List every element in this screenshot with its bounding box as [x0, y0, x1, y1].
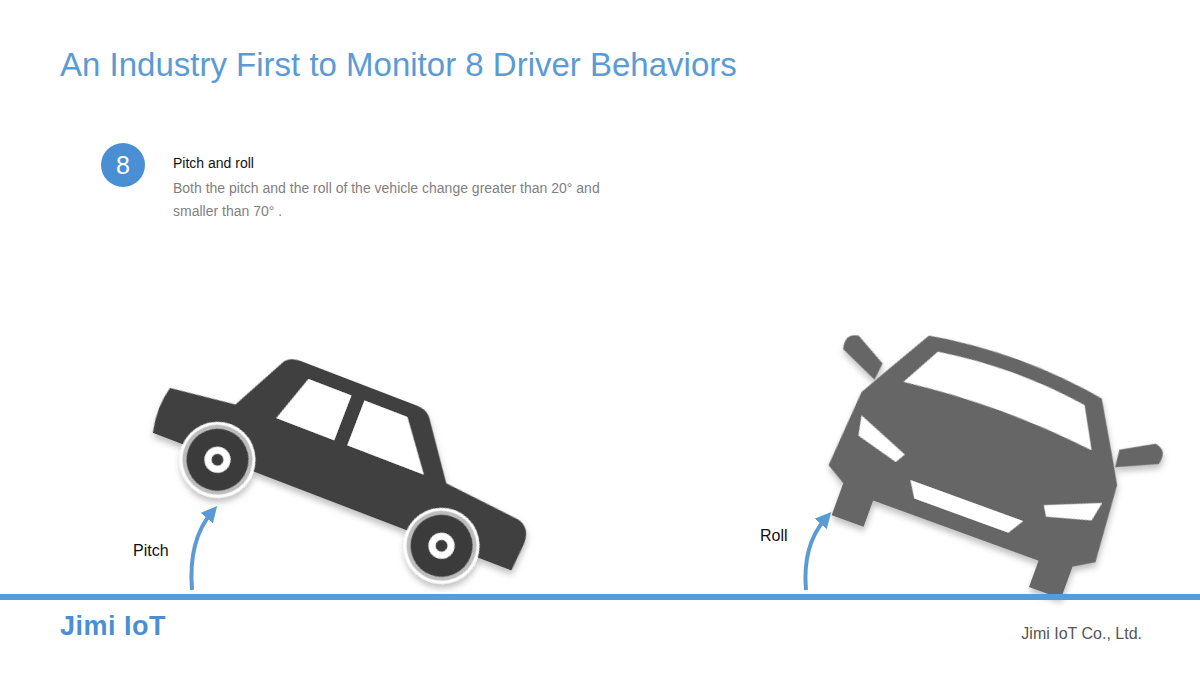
company-name: Jimi IoT Co., Ltd. — [1021, 625, 1142, 643]
ground-line — [0, 594, 1200, 600]
car-body — [150, 320, 556, 572]
pitch-label: Pitch — [133, 542, 169, 560]
car-mirror — [1113, 433, 1166, 481]
brand-logo: Jimi IoT — [60, 611, 166, 642]
callout-number: 8 — [116, 153, 130, 178]
rolled-car — [788, 302, 1177, 615]
car-wheel — [392, 497, 490, 595]
roll-label: Roll — [760, 527, 788, 545]
pitched-car — [136, 320, 557, 609]
behavior-heading: Pitch and roll — [173, 155, 254, 171]
car-grille — [905, 480, 1023, 536]
pitch-arrow — [191, 512, 212, 590]
roll-arrow — [805, 518, 826, 590]
slide-title: An Industry First to Monitor 8 Driver Be… — [60, 46, 737, 84]
car-body — [813, 311, 1152, 605]
car-windshield — [904, 339, 1108, 451]
car-window — [347, 400, 441, 474]
number-circle: 8 — [101, 143, 145, 187]
car-wheel — [168, 411, 266, 509]
car-headlight — [851, 415, 913, 464]
car-headlight — [1040, 485, 1102, 534]
behavior-description: Both the pitch and the roll of the vehic… — [173, 177, 643, 223]
car-window — [276, 373, 351, 440]
car-mirror — [836, 332, 889, 380]
